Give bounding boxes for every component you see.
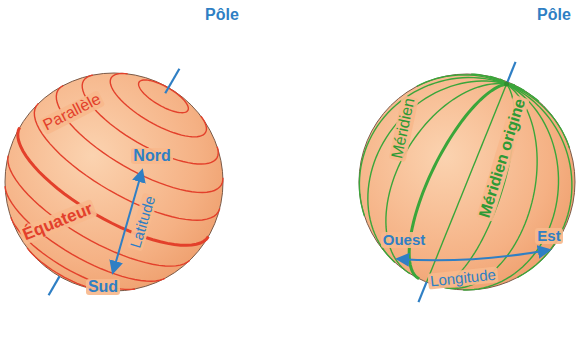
parallel-line xyxy=(110,74,206,137)
parallel-line xyxy=(139,80,189,113)
north-label: Nord xyxy=(131,148,172,165)
east-label: Est xyxy=(535,228,562,244)
axis-south xyxy=(49,276,60,295)
longitude-arrow xyxy=(398,250,549,260)
meridian-line xyxy=(368,81,507,262)
axis-south xyxy=(418,282,426,302)
parallel-line xyxy=(8,156,190,267)
axis-north xyxy=(507,62,516,84)
meridian-line xyxy=(507,84,524,90)
parallel-line xyxy=(18,128,209,246)
globe-disc xyxy=(359,74,575,290)
axis-north xyxy=(165,69,179,94)
globe-disc xyxy=(5,73,223,291)
pole-label: Pôle xyxy=(535,7,573,24)
pole-point xyxy=(504,82,509,87)
south-label: Sud xyxy=(86,279,120,296)
parallels-globe xyxy=(5,69,223,296)
pole-label: Pôle xyxy=(203,7,241,24)
parallel-line xyxy=(82,75,218,164)
meridians-globe xyxy=(359,62,575,302)
west-label: Ouest xyxy=(381,232,428,248)
parallel-line xyxy=(5,186,165,281)
